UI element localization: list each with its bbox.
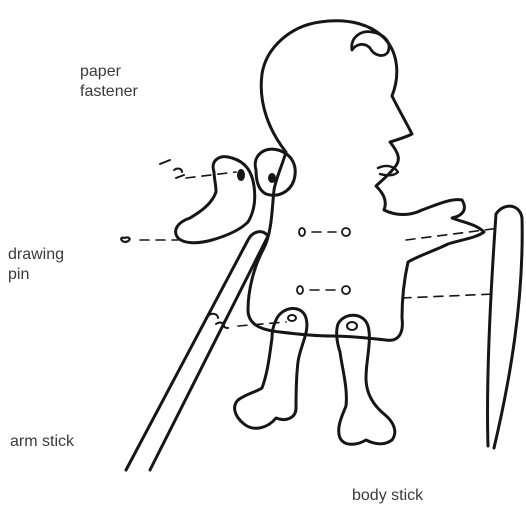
body-stick-guide-upper <box>406 228 500 240</box>
left-leg-pin-hole <box>288 315 296 321</box>
fastener-guide-lower <box>238 322 286 326</box>
body-stick-guide-lower <box>402 294 494 298</box>
torso-pin-3 <box>297 286 303 294</box>
fastener-symbol-lower <box>208 314 228 328</box>
arm-stick-rod <box>126 232 268 470</box>
pin-mark-arm <box>121 237 129 242</box>
paper-fastener-dot-1 <box>237 169 245 181</box>
puppet-right-leg <box>337 315 395 444</box>
torso-pin-4 <box>342 286 350 294</box>
torso-pin-2 <box>342 228 350 236</box>
paper-fastener-dot-2 <box>268 173 276 183</box>
puppet-body-outline <box>248 21 484 341</box>
puppet-left-leg <box>235 308 307 428</box>
fastener-guide-top <box>186 172 236 178</box>
body-stick-rod <box>487 206 522 448</box>
fastener-symbol-top <box>160 160 184 178</box>
torso-pin-1 <box>299 228 305 236</box>
puppet-arm <box>176 157 255 243</box>
right-leg-pin-hole <box>347 322 357 330</box>
puppet-hair <box>352 32 389 56</box>
